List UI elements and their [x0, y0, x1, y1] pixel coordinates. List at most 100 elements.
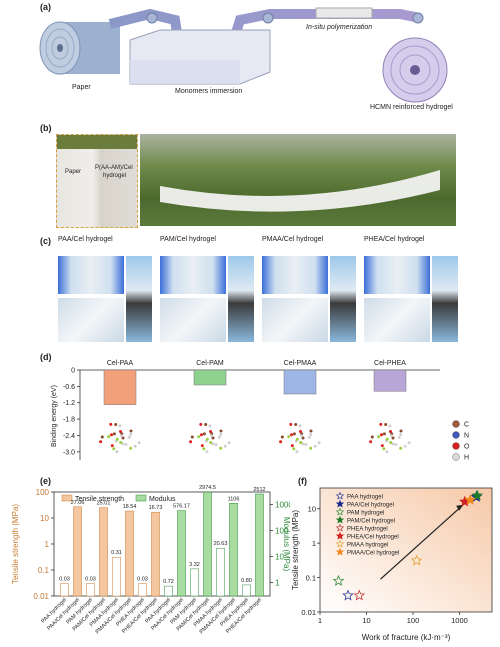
right-tick-label: 1000 [275, 500, 290, 509]
atom [382, 447, 386, 451]
legend-label: PHEA/Cel hydrogel [347, 535, 399, 541]
atom [390, 432, 394, 436]
atom [119, 441, 123, 444]
modulus-bar [216, 547, 225, 597]
atom-legend-swatch [452, 453, 460, 461]
legend-label: PAM/Cel hydrogel [347, 519, 395, 525]
atom [380, 444, 384, 448]
tensile-value-label: 16.73 [149, 505, 163, 511]
x-tick-label: 100 [407, 616, 420, 625]
hydrogel-test-group: PHEA/Cel hydrogel [362, 234, 462, 346]
atom [190, 435, 194, 439]
atom [399, 433, 403, 436]
atom [397, 435, 401, 439]
panel-b-label: (b) [40, 123, 52, 133]
atom [287, 435, 291, 439]
atom [309, 429, 313, 433]
atom [209, 441, 213, 444]
modulus-value-label: 576.17 [173, 504, 190, 510]
category-label: Cel-PAA [107, 360, 134, 367]
tensile-bar [73, 506, 82, 597]
y-axis-label: Binding energy (eV) [51, 385, 58, 447]
atom [390, 434, 394, 438]
panel-e: (e) 0.010.11101001101001000Tensile stren… [0, 474, 290, 647]
atom [290, 433, 293, 437]
energy-bar [103, 369, 137, 405]
data-point-star [342, 589, 354, 601]
atom [219, 446, 223, 450]
tensile-value-label: 27.06 [71, 500, 85, 506]
modulus-bar [242, 584, 251, 597]
label-product: HCMN reinforced hydrogel [370, 104, 453, 111]
y-tick-label: 1 [312, 539, 316, 548]
atom-legend-label: H [464, 455, 469, 462]
atom [307, 435, 311, 439]
panel-b: (b) Paper P(AA-AM)/Cel hydrogel [0, 120, 500, 230]
folded-photo [262, 298, 328, 342]
atom-legend-swatch [452, 420, 460, 428]
trend-arrow [380, 504, 464, 580]
legend-star [335, 499, 345, 508]
hydrogel-test-group: PAA/Cel hydrogel [56, 234, 156, 346]
atom [129, 433, 133, 436]
atom [99, 440, 103, 444]
modulus-bar [229, 503, 238, 597]
modulus-value-label: 0.80 [241, 578, 252, 584]
x-tick-label: 1000 [451, 616, 468, 625]
atom [299, 441, 303, 444]
atom [199, 422, 203, 426]
legend-star [335, 491, 345, 500]
hydrogel-test-title: PMAA/Cel hydrogel [262, 236, 324, 243]
atom [200, 433, 203, 437]
modulus-bar [177, 510, 186, 597]
weight-photo [228, 256, 254, 342]
energy-bar [193, 369, 227, 386]
label-b-paper: Paper [65, 169, 82, 175]
tensile-value-label: 18.54 [123, 504, 137, 510]
molecule-structure [99, 422, 141, 454]
label-paper: Paper [72, 84, 91, 91]
tensile-value-label: 0.03 [137, 577, 148, 583]
left-tick-label: 10 [40, 514, 49, 523]
legend-modulus-swatch [135, 494, 147, 502]
panel-e-label: (e) [40, 476, 51, 486]
atom [109, 422, 113, 426]
modulus-value-label: 20.63 [214, 541, 228, 547]
molecule-structure [279, 422, 321, 454]
stretch-photo [364, 256, 430, 294]
y-tick-label: -3.0 [63, 449, 75, 456]
plot-frame [319, 487, 493, 613]
data-point-star [464, 493, 476, 505]
atom [227, 441, 231, 445]
y-tick-label: -2.4 [63, 433, 75, 440]
atom [309, 446, 313, 450]
folded-photo [364, 298, 430, 342]
weight-photo [126, 256, 152, 342]
panel-a-label: (a) [40, 2, 51, 12]
atom [399, 446, 403, 450]
atom [317, 441, 321, 445]
atom [292, 432, 296, 436]
atom-legend-label: C [464, 422, 469, 429]
atom [112, 447, 116, 451]
label-polymerization: In-situ polymerization [306, 24, 373, 31]
atom [121, 436, 125, 440]
label-b-hydrogel-1: P(AA-AM)/Cel [95, 165, 133, 171]
tensile-value-label: 0.31 [111, 550, 122, 556]
atom [114, 423, 118, 426]
atom-legend-swatch [452, 431, 460, 439]
atom [189, 440, 193, 444]
stretch-photo [160, 256, 226, 294]
atom [299, 430, 302, 433]
atom [137, 441, 141, 445]
atom [384, 423, 388, 426]
legend-label: PMAA/Cel hydrogel [347, 551, 399, 557]
atom [120, 434, 124, 438]
atom [197, 435, 201, 439]
atom [107, 435, 111, 439]
atom [298, 424, 302, 428]
atom [289, 422, 293, 426]
